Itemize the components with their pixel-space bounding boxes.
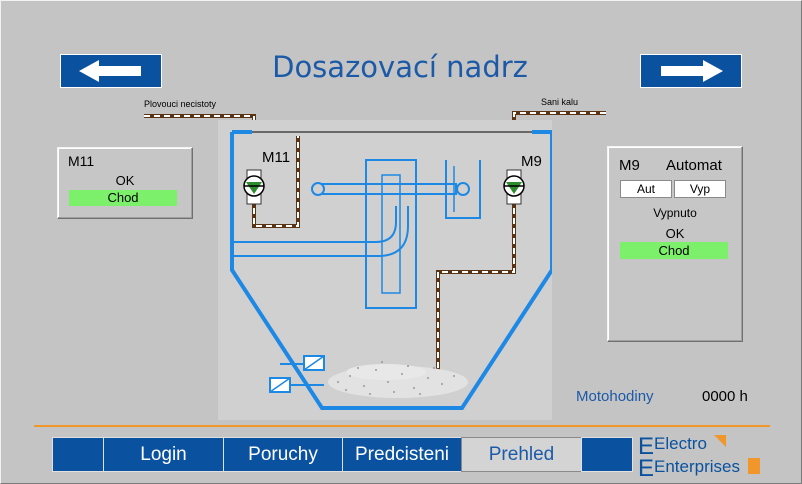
- tab-prehled[interactable]: Prehled: [461, 437, 582, 472]
- m9-run-indicator: Chod: [620, 242, 728, 259]
- logo-mark: E Electro E Enterprises: [638, 433, 760, 482]
- m9-mode: Automat: [666, 157, 722, 174]
- logo-line1: Electro: [654, 434, 707, 453]
- tab-login[interactable]: Login: [103, 437, 224, 472]
- arrow-left-icon: [79, 60, 141, 82]
- motor-hours-label: Motohodiny: [576, 388, 654, 405]
- tank-diagram: [218, 120, 552, 420]
- logo-line2: Enterprises: [654, 457, 740, 476]
- svg-text:E: E: [638, 455, 654, 478]
- tab-poruchy[interactable]: Poruchy: [223, 437, 343, 472]
- tab-spacer-right: [581, 437, 633, 472]
- pump-m9-label: M9: [521, 153, 542, 170]
- m11-status-panel[interactable]: M11 OK Chod: [57, 147, 193, 219]
- tab-predcisteni[interactable]: Predcisteni: [342, 437, 462, 472]
- m11-name: M11: [68, 153, 95, 169]
- footer-divider: [34, 425, 770, 427]
- svg-text:E: E: [638, 433, 654, 460]
- m9-switch-state: Vypnuto: [653, 206, 697, 220]
- sludge-suction-label: Sani kalu: [541, 97, 579, 107]
- m9-name: M9: [619, 157, 640, 174]
- pump-m11-label: M11: [262, 149, 291, 166]
- m9-status: OK: [665, 226, 685, 241]
- valve-lower-icon[interactable]: [269, 377, 324, 393]
- sludge-deposit: [328, 361, 468, 398]
- m11-run-indicator: Chod: [69, 190, 177, 206]
- m9-status-panel[interactable]: M9 Automat Aut Vyp Vypnuto OK Chod: [607, 146, 743, 342]
- motor-hours-value: 0000 h: [702, 388, 748, 405]
- forward-button[interactable]: [640, 54, 742, 88]
- valve-upper-icon[interactable]: [280, 355, 325, 371]
- arrow-right-icon: [661, 60, 723, 82]
- page-title: Dosazovací nadrz: [272, 50, 528, 84]
- pump-m11-icon[interactable]: [243, 169, 265, 205]
- m11-status: OK: [115, 173, 135, 188]
- floating-impurities-label: Plovouci necistoty: [144, 99, 217, 109]
- company-logo: E Electro E Enterprises: [636, 432, 762, 482]
- tab-spacer-left: [52, 437, 104, 472]
- pump-m9-icon[interactable]: [503, 169, 525, 205]
- back-button[interactable]: [60, 54, 162, 88]
- off-mode-button[interactable]: Vyp: [674, 180, 726, 198]
- auto-mode-button[interactable]: Aut: [620, 180, 672, 198]
